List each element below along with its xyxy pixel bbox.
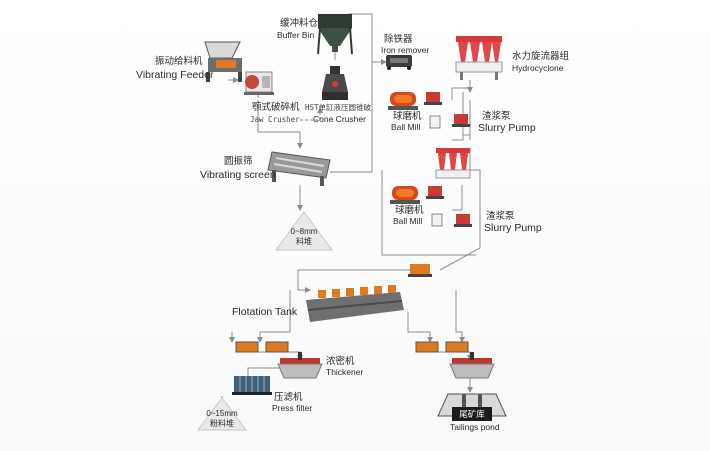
pile-2-size: 0~15mm xyxy=(206,409,238,418)
sump-box-icon-1 xyxy=(429,115,441,129)
slurry-pump-icon-2b xyxy=(454,214,472,227)
slurry-pump-1-label-zh: 渣浆泵 xyxy=(482,111,511,122)
tailings-pump-icon-1 xyxy=(415,341,439,353)
hydrocyclone-label-zh: 水力旋流器组 xyxy=(512,51,570,62)
vibrating-screen-icon xyxy=(267,151,331,186)
slurry-pump-icon-1a xyxy=(424,92,442,105)
product-pile-icon-2 xyxy=(197,397,247,431)
concentrate-pump-icon-1 xyxy=(235,341,259,353)
ball-mill-2-label-zh: 球磨机 xyxy=(395,205,424,216)
buffer-bin-icon xyxy=(317,14,353,55)
tailings-pump-icon-2 xyxy=(445,341,469,353)
slurry-pump-1-label-en: Slurry Pump xyxy=(478,122,536,134)
thickener-label-zh: 浓密机 xyxy=(326,356,355,367)
slurry-pump-2-label-en: Slurry Pump xyxy=(484,222,542,234)
concentrate-pump-icon-2 xyxy=(265,341,289,353)
press-filter-label-en: Press filter xyxy=(272,403,313,413)
tailings-pond-sign: 尾矿库 xyxy=(452,407,492,421)
flotation-tank-icon xyxy=(306,285,404,322)
slurry-pump-2-label-zh: 渣浆泵 xyxy=(486,211,515,222)
screen-label-zh: 圆振筛 xyxy=(224,156,253,167)
jaw-crusher-label-en: Jaw Crusher xyxy=(250,115,300,124)
pile-1-size: 0~8mm xyxy=(290,227,318,236)
ball-mill-1-label-zh: 球磨机 xyxy=(393,111,422,122)
buffer-bin-label-zh: 缓冲料仓 xyxy=(280,18,319,29)
thickener-icon-1 xyxy=(277,352,323,379)
flow-lines xyxy=(219,13,481,411)
hydrocyclone-label-en: Hydrocyclone xyxy=(512,63,564,73)
cone-crusher-label-en: Cone Crusher xyxy=(313,114,366,124)
slurry-pump-icon-2a xyxy=(426,186,444,199)
pile-1-label: 料堆 xyxy=(296,237,312,246)
thickener-label-en: Thickener xyxy=(326,367,364,377)
jaw-crusher-icon xyxy=(244,71,274,95)
product-pile-icon-1 xyxy=(275,211,333,251)
pile-2-label: 粉料堆 xyxy=(210,419,234,428)
buffer-bin-label-en: Buffer Bin xyxy=(277,30,315,40)
jaw-crusher-label-zh: 颚式破碎机 xyxy=(252,102,300,113)
feeder-label-zh: 振动给料机 xyxy=(155,56,203,67)
tailings-pond-label-en: Tailings pond xyxy=(450,422,500,432)
ball-mill-icon-2 xyxy=(390,186,420,204)
press-filter-label-zh: 压滤机 xyxy=(274,392,303,403)
feeder-label-en: Vibrating Feeder xyxy=(136,69,214,81)
flotation-tank-label: Flotation Tank xyxy=(232,306,298,318)
iron-remover-label-zh: 除铁器 xyxy=(384,34,413,45)
thickener-icon-2 xyxy=(449,352,495,379)
cone-crusher-label-zh: HST单缸液压圆锥破 xyxy=(305,103,372,112)
sump-box-icon-2 xyxy=(431,213,443,227)
ball-mill-icon-1 xyxy=(388,92,418,110)
iron-remover-icon xyxy=(386,55,412,70)
ball-mill-2-label-en: Ball Mill xyxy=(393,216,423,226)
slurry-pump-icon-1b xyxy=(452,114,470,127)
screen-label-en: Vibrating screen xyxy=(200,169,276,181)
iron-remover-label-en: Iron remover xyxy=(381,45,430,55)
cone-crusher-icon xyxy=(322,66,348,100)
hydrocyclone-icon-1 xyxy=(455,36,503,80)
press-filter-icon xyxy=(232,376,272,395)
hydrocyclone-icon-2 xyxy=(435,148,471,179)
agitator-pump-icon xyxy=(408,264,432,277)
ball-mill-1-label-en: Ball Mill xyxy=(391,122,421,132)
vibrating-feeder-icon xyxy=(204,41,242,82)
